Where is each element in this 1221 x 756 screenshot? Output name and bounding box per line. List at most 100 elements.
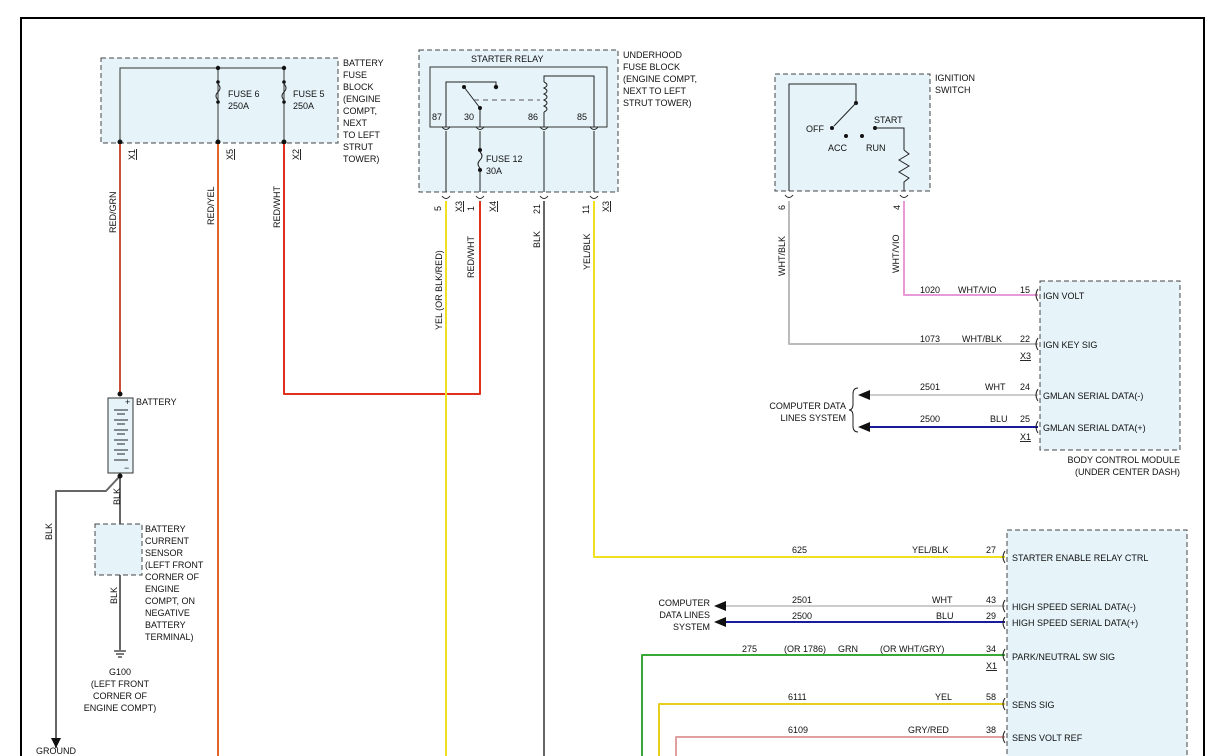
- pin-cup: [441, 126, 451, 130]
- svg-text:STRUT: STRUT: [343, 142, 373, 152]
- underhood-fuse-block-box: [418, 49, 619, 193]
- label-blk-sensor: BLK: [109, 587, 119, 604]
- pin-cup: [1002, 616, 1006, 630]
- computer-data-lines-label-3: COMPUTER: [659, 598, 711, 608]
- pin-cup: [1002, 648, 1006, 662]
- connector-pin-21: 21: [532, 204, 542, 214]
- bcm-connector-x3: X3: [1020, 351, 1031, 361]
- battery-plus-sign: +: [125, 397, 130, 407]
- relay-contact-node: [493, 84, 499, 90]
- fuse12-symbol: [477, 151, 483, 169]
- svg-text:BATTERY: BATTERY: [343, 58, 384, 68]
- relay-pivot: [478, 106, 482, 110]
- connector-x5-label: X5: [225, 149, 235, 160]
- bcm-ign-volt: IGN VOLT: [1043, 291, 1085, 301]
- ecm-color-2500: BLU: [936, 611, 954, 621]
- svg-text:BLOCK: BLOCK: [343, 82, 374, 92]
- engine-control-module: 625 YEL/BLK 27 STARTER ENABLE RELAY CTRL…: [659, 529, 1188, 756]
- svg-text:(ENGINE: (ENGINE: [343, 94, 381, 104]
- label-blk-ground: BLK: [44, 523, 54, 540]
- relay-pin-86: 86: [528, 112, 538, 122]
- ground-label: GROUND: [36, 746, 76, 756]
- svg-text:UNDERHOOD: UNDERHOOD: [623, 50, 683, 60]
- pin-cup: [1002, 730, 1006, 744]
- pin-cup: [589, 195, 599, 199]
- wire-red-wht: [283, 144, 481, 395]
- ecm-pin-58: 58: [986, 692, 996, 702]
- bcm-box: [1039, 280, 1181, 451]
- battery-cells: [114, 409, 128, 461]
- fuse-block-busbar: [119, 67, 285, 142]
- ecm-pin-43: 43: [986, 595, 996, 605]
- ecm-circuit-625: 625: [792, 545, 807, 555]
- bcm-pin-22: 22: [1020, 334, 1030, 344]
- svg-text:CORNER OF: CORNER OF: [93, 691, 148, 701]
- arrow-left-icon: [714, 617, 726, 627]
- label-yel-or-blkred: YEL (OR BLK/RED): [434, 250, 444, 330]
- underhood-fuse-block: STARTER RELAY 87 30 86 85 FUSE 12 30A: [418, 49, 697, 214]
- connector-x4-label: X4: [488, 201, 498, 212]
- svg-text:(LEFT FRONT: (LEFT FRONT: [91, 679, 150, 689]
- label-yel-blk: YEL/BLK: [582, 233, 592, 270]
- connector-x3-label: X3: [454, 201, 464, 212]
- x5-terminal: [215, 139, 221, 145]
- relay-armature: [463, 86, 481, 109]
- label-blk-batt: BLK: [112, 488, 122, 505]
- svg-text:G100: G100: [109, 667, 131, 677]
- brace-symbol: [848, 387, 859, 433]
- ign-contact-acc: [844, 134, 848, 138]
- bcm-circuit-1073: 1073: [920, 334, 940, 344]
- bcm-connector-x1: X1: [1020, 432, 1031, 442]
- ecm-pin-38: 38: [986, 725, 996, 735]
- fuse6-rating: 250A: [228, 101, 249, 111]
- arrow-down-icon: [51, 738, 61, 748]
- connector-pin-1: 1: [466, 206, 476, 211]
- ecm-pin-29: 29: [986, 611, 996, 621]
- x1-terminal: [117, 139, 123, 145]
- ground-g100: G100 (LEFT FRONT CORNER OF ENGINE COMPT)…: [36, 650, 157, 756]
- wires: [51, 144, 1038, 756]
- ignition-switch: OFF ACC RUN START IGNITION SWITCH 6 4: [774, 73, 975, 210]
- svg-text:NEXT TO LEFT: NEXT TO LEFT: [623, 86, 687, 96]
- bcm-ign-key-sig: IGN KEY SIG: [1043, 340, 1097, 350]
- ign-pin-4: 4: [892, 205, 902, 210]
- svg-text:COMPT,: COMPT,: [343, 106, 377, 116]
- svg-text:TO LEFT: TO LEFT: [343, 130, 380, 140]
- wire-gry-red-6109: [675, 736, 1005, 756]
- ecm-circuit-6111: 6111: [788, 692, 807, 702]
- label-red-yel: RED/YEL: [206, 186, 216, 225]
- fuse6-label: FUSE 6: [228, 89, 260, 99]
- bcm-color-1073: WHT/BLK: [962, 334, 1002, 344]
- svg-text:ENGINE COMPT): ENGINE COMPT): [84, 703, 157, 713]
- pin-cup: [539, 126, 549, 130]
- pin-cup: [1035, 288, 1039, 302]
- ign-resistor: [898, 149, 910, 191]
- ign-pos-start: START: [874, 115, 903, 125]
- bus-node: [215, 65, 221, 71]
- computer-data-lines-label-2: LINES SYSTEM: [780, 413, 846, 423]
- pin-cup: [441, 195, 451, 199]
- pin-cup: [589, 126, 599, 130]
- bcm-gmlan-plus: GMLAN SERIAL DATA(+): [1043, 423, 1146, 433]
- ecm-color-2501: WHT: [932, 595, 953, 605]
- battery-current-sensor-box: [94, 523, 143, 576]
- ecm-box: [1006, 529, 1188, 756]
- label-wht-blk: WHT/BLK: [777, 236, 787, 276]
- svg-text:CURRENT: CURRENT: [145, 536, 190, 546]
- ecm-circuit-2501: 2501: [792, 595, 812, 605]
- fuse-node: [216, 100, 220, 104]
- ignition-switch-label-2: SWITCH: [935, 85, 971, 95]
- fuse-node: [282, 80, 286, 84]
- x2-terminal: [281, 139, 287, 145]
- arrow-left-icon: [858, 390, 870, 400]
- battery-fuse-block: FUSE 6 250A FUSE 5 250A X1 X5 X2 BATTERY…: [100, 57, 384, 164]
- connector-x2-label: X2: [291, 149, 301, 160]
- connector-x1-label: X1: [127, 149, 137, 160]
- battery-positive-node: [117, 391, 123, 397]
- fuse5-rating: 250A: [293, 101, 314, 111]
- svg-text:FUSE: FUSE: [343, 70, 367, 80]
- pin-cup: [539, 195, 549, 199]
- wire-blk-ground: [55, 475, 121, 748]
- bcm-gmlan-minus: GMLAN SERIAL DATA(-): [1043, 391, 1143, 401]
- svg-text:SENSOR: SENSOR: [145, 548, 184, 558]
